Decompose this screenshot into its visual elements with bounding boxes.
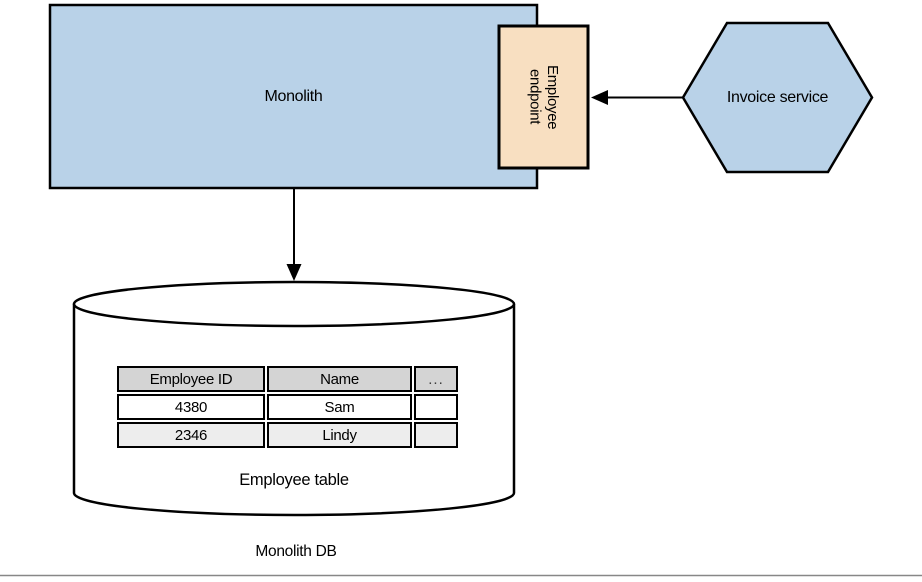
arrow-monolith-to-db [286, 188, 302, 281]
cell-employee-id: 4380 [117, 394, 265, 420]
cell-name: Lindy [267, 422, 412, 448]
monolith-box [48, 3, 539, 190]
db-cylinder-top [72, 280, 516, 328]
employee-endpoint-box [497, 24, 590, 170]
arrowhead-left-icon [591, 90, 608, 105]
employee-table-row: 4380 Sam [117, 394, 458, 420]
cell-name: Sam [267, 394, 412, 420]
monolith-db-label-text: Monolith DB [255, 543, 337, 560]
monolith-label: Monolith [50, 5, 537, 188]
employee-table-caption-text: Employee table [239, 470, 349, 489]
cell-more [414, 394, 458, 420]
monolith-db-label: Monolith DB [74, 542, 518, 562]
monolith-label-text: Monolith [264, 87, 323, 105]
employee-table-header-row: Employee ID Name ... [117, 366, 458, 392]
employee-table-caption: Employee table [74, 468, 514, 492]
employee-table: Employee ID Name ... 4380 Sam 2346 Lindy [115, 364, 460, 450]
employee-table-row: 2346 Lindy [117, 422, 458, 448]
invoice-service-label-text: Invoice service [726, 88, 829, 106]
arrowhead-down-icon [286, 264, 302, 281]
employee-endpoint-label: Employee endpoint [499, 26, 588, 168]
invoice-service-label: Invoice service [683, 23, 872, 172]
header-cell-name: Name [267, 366, 412, 392]
invoice-service-hexagon [681, 21, 874, 174]
employee-endpoint-label-text: Employee endpoint [526, 64, 561, 130]
cell-more [414, 422, 458, 448]
header-cell-employee-id: Employee ID [117, 366, 265, 392]
cell-employee-id: 2346 [117, 422, 265, 448]
header-cell-more: ... [414, 366, 458, 392]
arrow-invoice-to-endpoint [591, 90, 683, 105]
